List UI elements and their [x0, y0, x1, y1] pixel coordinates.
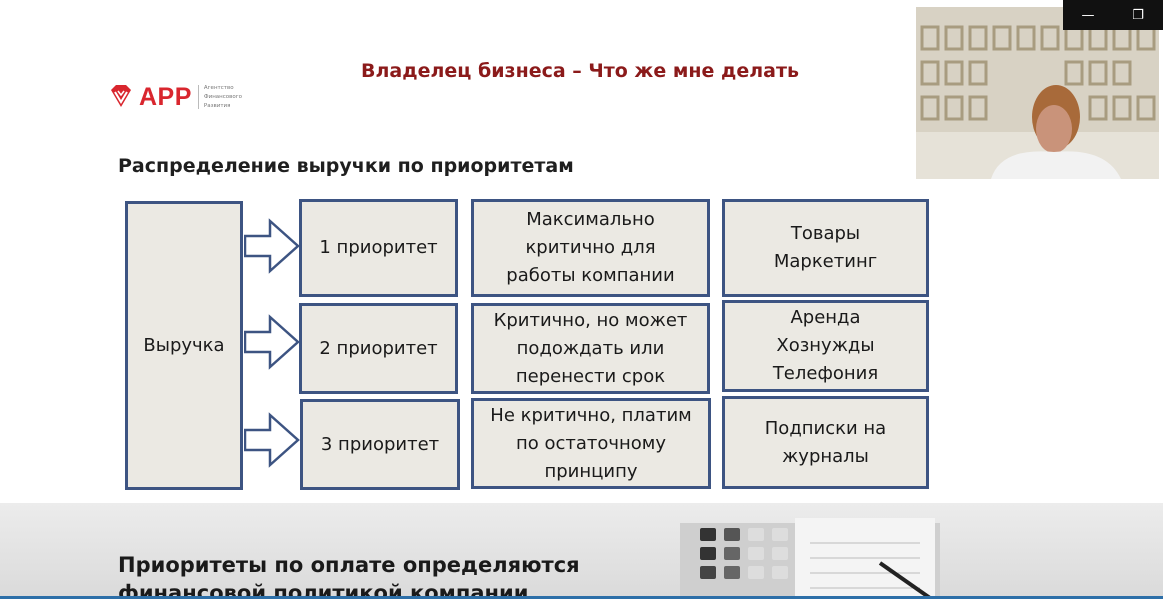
priority-2-box: 2 приоритет: [299, 303, 458, 394]
bottom-caption: Приоритеты по оплате определяются финанс…: [118, 553, 580, 599]
restore-button[interactable]: ❐: [1132, 7, 1144, 23]
priority-3-items-box: Подписки на журналы: [722, 396, 929, 489]
section-heading: Распределение выручки по приоритетам: [118, 155, 574, 177]
priority-3-description-box: Не критично, платим по остаточному принц…: [471, 398, 711, 489]
company-logo: APP Агентство Финансового Развития: [106, 80, 242, 114]
arrow-right-icon: [244, 412, 300, 468]
diamond-logo-icon: [111, 85, 131, 107]
revenue-box: Выручка: [125, 201, 243, 490]
priority-description: Максимально критично для работы компании: [506, 209, 675, 286]
priority-description: Не критично, платим по остаточному принц…: [490, 404, 692, 482]
priority-label: 1 приоритет: [319, 237, 438, 258]
priority-items: Аренда Хознужды Телефония: [772, 307, 879, 384]
priority-label: 3 приоритет: [320, 433, 440, 455]
calculator-image: [680, 518, 940, 599]
priority-2-description-box: Критично, но может подождать или перенес…: [471, 303, 710, 394]
webcam-video[interactable]: [916, 7, 1159, 179]
priority-3-box: 3 приоритет: [300, 399, 460, 490]
slide-title: Владелец бизнеса – Что же мне делать: [361, 60, 799, 82]
priority-1-description-box: Максимально критично для работы компании: [471, 199, 710, 297]
logo-brand: APP: [139, 82, 192, 111]
priority-1-box: 1 приоритет: [299, 199, 458, 297]
presenter-video-icon: [916, 7, 1159, 179]
priority-items: Подписки на журналы: [764, 417, 887, 467]
priority-label: 2 приоритет: [319, 337, 438, 359]
arrow-right-icon: [244, 218, 300, 274]
window-controls: — ❐: [1063, 0, 1163, 30]
bottom-accent-line: [0, 596, 1163, 599]
arrow-right-icon: [244, 314, 300, 370]
logo-divider: [197, 85, 199, 109]
bottom-banner: Приоритеты по оплате определяются финанс…: [0, 503, 1163, 599]
minimize-button[interactable]: —: [1081, 7, 1095, 23]
priority-description: Критично, но может подождать или перенес…: [493, 309, 688, 387]
priority-items: Товары Маркетинг: [773, 223, 878, 272]
revenue-label: Выручка: [143, 334, 225, 356]
logo-subtitle: Агентство Финансового Развития: [203, 84, 243, 109]
priority-1-items-box: Товары Маркетинг: [722, 199, 929, 297]
priority-2-items-box: Аренда Хознужды Телефония: [722, 300, 929, 392]
